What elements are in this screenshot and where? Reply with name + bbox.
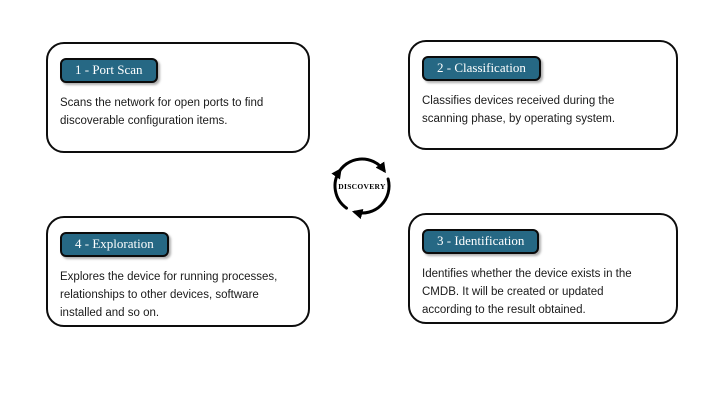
- step-badge-exploration: 4 - Exploration: [60, 232, 169, 258]
- step-description-exploration: Explores the device for running processe…: [60, 271, 278, 319]
- step-badge-label: 2 - Classification: [437, 60, 526, 75]
- step-card-exploration: 4 - Exploration Explores the device for …: [46, 216, 310, 327]
- step-badge-port-scan: 1 - Port Scan: [60, 58, 158, 84]
- step-badge-classification: 2 - Classification: [422, 56, 541, 82]
- step-badge-label: 3 - Identification: [437, 233, 525, 248]
- step-badge-identification: 3 - Identification: [422, 229, 540, 255]
- cycle-arrows-icon: [331, 157, 391, 220]
- step-card-identification: 3 - Identification Identifies whether th…: [408, 213, 678, 324]
- step-description-identification: Identifies whether the device exists in …: [422, 268, 632, 316]
- step-card-port-scan: 1 - Port Scan Scans the network for open…: [46, 42, 310, 153]
- step-description-classification: Classifies devices received during the s…: [422, 95, 616, 126]
- step-description-port-scan: Scans the network for open ports to find…: [60, 97, 264, 128]
- step-badge-label: 1 - Port Scan: [75, 62, 143, 77]
- cycle-center-label: DISCOVERY: [338, 181, 386, 191]
- step-card-classification: 2 - Classification Classifies devices re…: [408, 40, 678, 150]
- step-badge-label: 4 - Exploration: [75, 236, 154, 251]
